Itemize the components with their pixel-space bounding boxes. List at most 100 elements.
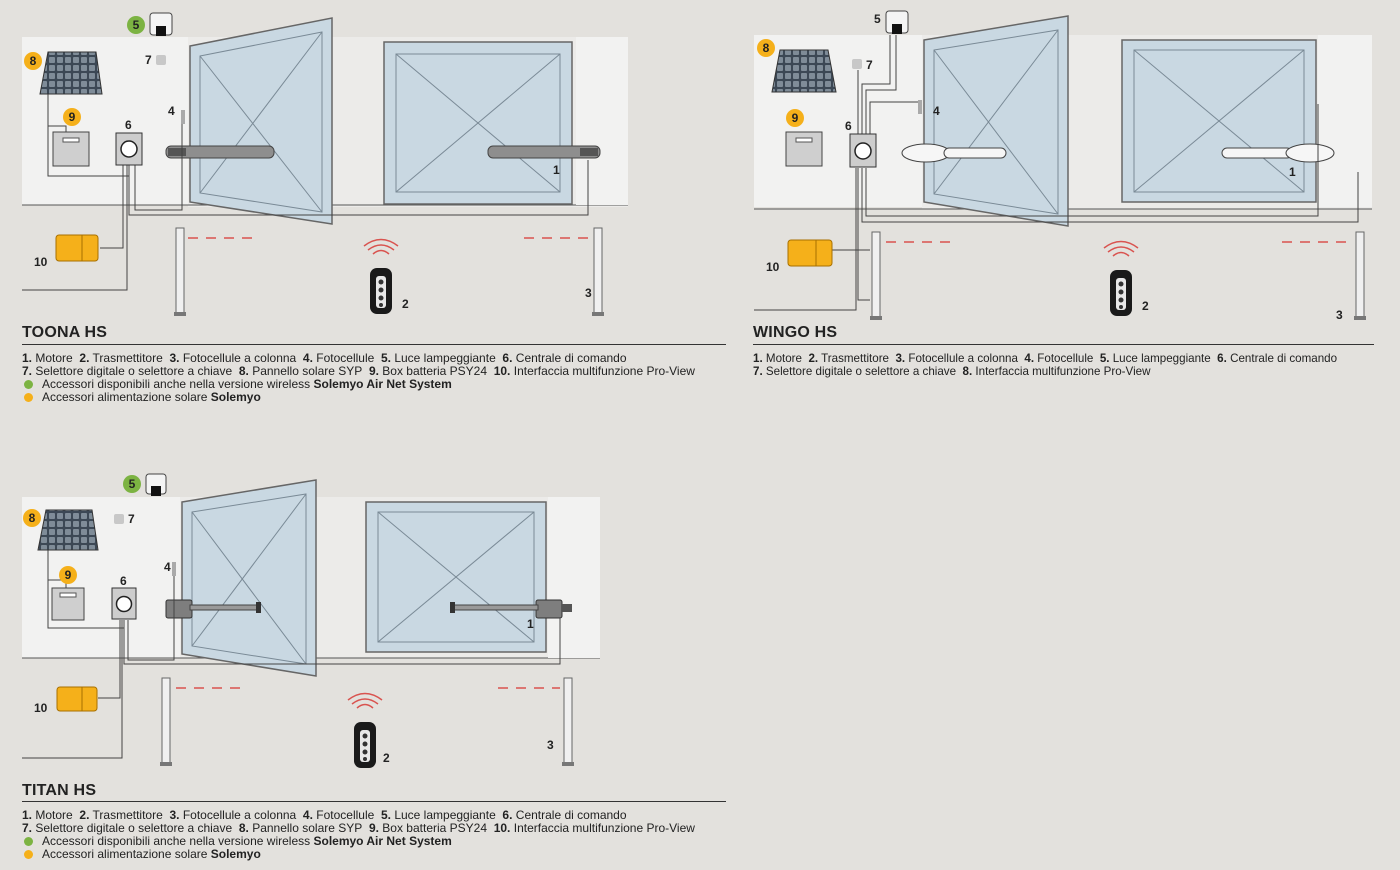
orange-dot-icon xyxy=(24,850,33,859)
remote-transmitter xyxy=(1103,240,1139,316)
gate-leaf-left xyxy=(923,15,1069,227)
legend-line: 7. Selettore digitale o selettore a chia… xyxy=(22,821,695,835)
divider xyxy=(22,801,726,802)
column-photocell-left xyxy=(174,227,186,316)
number-label: 9 xyxy=(65,568,72,582)
badge-orange xyxy=(59,566,77,584)
section-title: WINGO HS xyxy=(753,324,838,341)
divider xyxy=(22,344,726,345)
number-label: 10 xyxy=(34,701,48,715)
number-label: 8 xyxy=(763,41,770,55)
battery-box xyxy=(785,131,823,167)
number-label: 4 xyxy=(164,560,171,574)
badge-orange xyxy=(757,39,775,57)
remote-transmitter xyxy=(363,238,399,314)
number-label: 4 xyxy=(168,104,175,118)
badge-orange xyxy=(23,509,41,527)
number-label: 3 xyxy=(585,286,592,300)
column-photocell-right xyxy=(1354,231,1366,320)
pro-view-interface xyxy=(787,239,833,267)
number-label: 8 xyxy=(29,511,36,525)
battery-box xyxy=(52,131,90,167)
number-label: 3 xyxy=(547,738,554,752)
legend-note-green: Accessori disponibili anche nella versio… xyxy=(22,378,695,391)
right-wall xyxy=(576,37,628,205)
number-label: 10 xyxy=(34,255,48,269)
badge-green xyxy=(127,16,145,34)
number-label: 5 xyxy=(129,477,136,491)
right-wall xyxy=(1318,35,1372,207)
number-label: 5 xyxy=(133,18,140,32)
solar-panel xyxy=(39,51,103,95)
number-label: 2 xyxy=(1142,299,1149,313)
right-wall xyxy=(548,497,600,658)
section-title: TITAN HS xyxy=(22,782,97,799)
divider xyxy=(753,344,1374,345)
legend: 1. Motore 2. Trasmettitore 3. Fotocellul… xyxy=(22,352,695,404)
column-photocell-right xyxy=(592,227,604,316)
number-label: 1 xyxy=(1289,165,1296,179)
legend-line: 1. Motore 2. Trasmettitore 3. Fotocellul… xyxy=(753,352,1338,365)
badge-orange xyxy=(63,108,81,126)
number-label: 1 xyxy=(527,617,534,631)
gate-leaf-left xyxy=(189,17,333,225)
legend-note-orange: Accessori alimentazione solare Solemyo xyxy=(22,391,695,404)
legend-line: 1. Motore 2. Trasmettitore 3. Fotocellul… xyxy=(22,808,627,822)
gate-leaf-right xyxy=(383,41,573,205)
legend-line: 1. Motore 2. Trasmettitore 3. Fotocellul… xyxy=(22,351,627,365)
number-label: 7 xyxy=(128,512,135,526)
legend-line: 7. Selettore digitale o selettore a chia… xyxy=(753,365,1151,378)
legend-note-orange: Accessori alimentazione solare Solemyo xyxy=(22,848,695,861)
number-label: 2 xyxy=(402,297,409,311)
selector xyxy=(114,514,124,524)
number-label: 9 xyxy=(69,110,76,124)
section-title: TOONA HS xyxy=(22,324,108,341)
number-label: 6 xyxy=(125,118,132,132)
motor-left xyxy=(165,145,275,159)
motor-left xyxy=(165,599,261,619)
gate-leaf-right xyxy=(365,501,547,653)
pro-view-interface xyxy=(55,234,99,262)
motor-right xyxy=(487,145,601,159)
motor-right xyxy=(450,599,572,619)
number-label: 8 xyxy=(30,54,37,68)
column-photocell-right xyxy=(562,677,574,766)
gate-leaf-left xyxy=(181,479,317,677)
remote-transmitter xyxy=(347,692,383,768)
legend: 1. Motore 2. Trasmettitore 3. Fotocellul… xyxy=(753,352,1337,378)
green-dot-icon xyxy=(24,380,33,389)
legend: 1. Motore 2. Trasmettitore 3. Fotocellul… xyxy=(22,809,695,861)
motor-right xyxy=(1221,143,1335,163)
wingo-diagram: 8 9 5 7 4 6 1 10 2 3 xyxy=(754,10,1372,322)
badge-orange xyxy=(786,109,804,127)
orange-dot-icon xyxy=(24,393,33,402)
toona-diagram: 5 8 9 7 4 6 1 10 2 3 xyxy=(22,12,628,316)
column-photocell-left xyxy=(870,231,882,320)
number-label: 7 xyxy=(145,53,152,67)
selector xyxy=(852,59,862,69)
legend-line: 7. Selettore digitale o selettore a chia… xyxy=(22,364,695,378)
number-label: 9 xyxy=(792,111,799,125)
titan-diagram: 5 8 9 7 4 6 1 10 2 3 xyxy=(22,473,600,768)
solar-panel xyxy=(37,509,99,551)
number-label: 1 xyxy=(553,163,560,177)
gate-leaf-right xyxy=(1121,39,1317,203)
number-label: 6 xyxy=(845,119,852,133)
motor-left xyxy=(901,143,1007,163)
number-label: 4 xyxy=(933,104,940,118)
number-label: 5 xyxy=(874,12,881,26)
number-label: 3 xyxy=(1336,308,1343,322)
badge-green xyxy=(123,475,141,493)
number-label: 6 xyxy=(120,574,127,588)
badge-orange xyxy=(24,52,42,70)
solar-panel xyxy=(771,49,837,93)
number-label: 2 xyxy=(383,751,390,765)
column-photocell-left xyxy=(160,677,172,766)
legend-note-green: Accessori disponibili anche nella versio… xyxy=(22,835,695,848)
pro-view-interface xyxy=(56,686,98,712)
selector xyxy=(156,55,166,65)
green-dot-icon xyxy=(24,837,33,846)
number-label: 7 xyxy=(866,58,873,72)
number-label: 10 xyxy=(766,260,780,274)
